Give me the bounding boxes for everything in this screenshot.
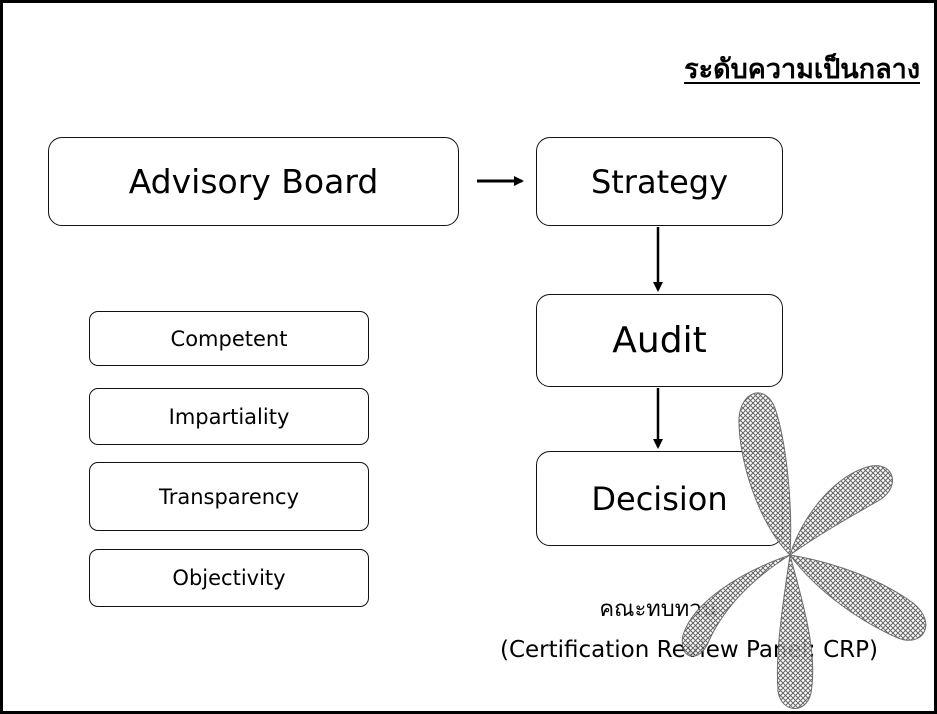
objectivity-box: Objectivity [89, 549, 369, 607]
connector-arrows [477, 176, 663, 449]
decision-label: Decision [591, 479, 728, 518]
strategy-label: Strategy [590, 162, 729, 201]
slide-title: ระดับความเป็นกลาง [684, 54, 920, 85]
objectivity-label: Objectivity [172, 566, 286, 590]
impartiality-label: Impartiality [168, 404, 290, 429]
stamp-flower-icon [681, 392, 927, 709]
decision-box: Decision [536, 451, 783, 546]
transparency-box: Transparency [89, 462, 369, 531]
transparency-label: Transparency [158, 484, 300, 509]
audit-label: Audit [612, 320, 707, 361]
impartiality-box: Impartiality [89, 388, 369, 445]
competent-label: Competent [170, 326, 288, 351]
advisory-board-box: Advisory Board [48, 137, 459, 226]
audit-box: Audit [536, 294, 783, 387]
competent-box: Competent [89, 311, 369, 366]
strategy-box: Strategy [536, 137, 783, 226]
advisory-board-label: Advisory Board [128, 162, 379, 201]
